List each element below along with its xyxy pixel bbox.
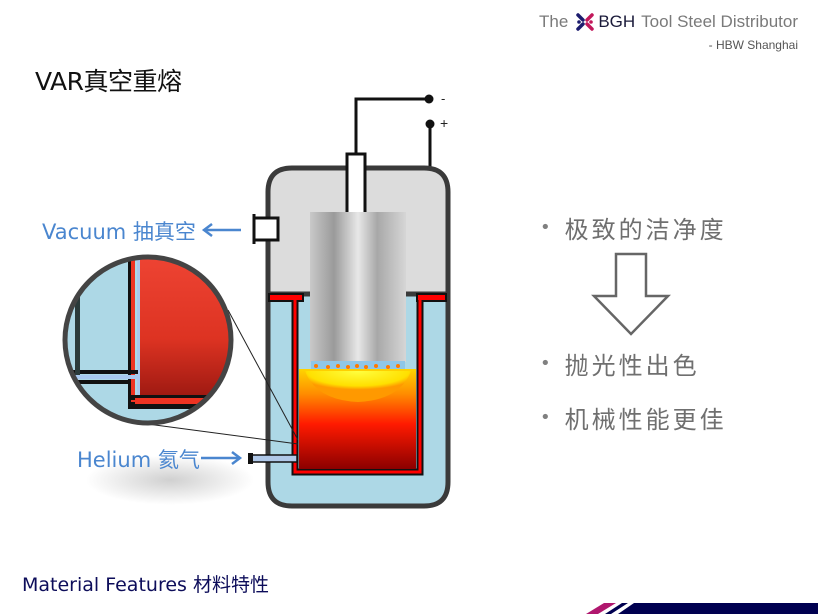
consumable-electrode bbox=[310, 212, 406, 362]
arc-droplets bbox=[314, 364, 400, 369]
header-suffix: Tool Steel Distributor bbox=[641, 12, 798, 31]
down-arrow-icon bbox=[591, 252, 671, 336]
footer-title: Material Features 材料特性 bbox=[22, 574, 269, 596]
callout-line-top bbox=[227, 309, 299, 441]
company-header: The BGH Tool Steel Distributor bbox=[539, 12, 798, 32]
footer-navy-stripe-small bbox=[605, 603, 628, 614]
header-prefix: The bbox=[539, 12, 569, 31]
negative-sign: - bbox=[441, 91, 445, 106]
header-subtitle: - HBW Shanghai bbox=[708, 38, 798, 52]
electrode-stem bbox=[345, 152, 367, 216]
header-brand: BGH bbox=[598, 12, 636, 31]
bgh-logo-icon bbox=[576, 13, 595, 31]
slide-title: VAR真空重熔 bbox=[35, 67, 182, 96]
feature-text: 机械性能更佳 bbox=[564, 406, 727, 434]
feature-item: • 极致的洁净度 bbox=[540, 210, 727, 245]
bullet-icon: • bbox=[540, 407, 551, 428]
positive-terminal bbox=[425, 119, 435, 129]
bullet-icon: • bbox=[540, 353, 551, 374]
molten-pool bbox=[305, 371, 411, 402]
feature-text: 抛光性出色 bbox=[564, 352, 700, 380]
magnifier-ring bbox=[62, 254, 234, 426]
feature-item: • 抛光性出色 bbox=[540, 346, 700, 381]
negative-terminal bbox=[424, 94, 434, 104]
arrow-left-icon bbox=[201, 223, 241, 237]
helium-label-shadow bbox=[85, 455, 255, 505]
feature-item: • 机械性能更佳 bbox=[540, 400, 727, 435]
footer-magenta-stripe bbox=[586, 603, 616, 614]
footer-navy-bar bbox=[618, 603, 818, 614]
feature-text: 极致的洁净度 bbox=[564, 216, 727, 244]
electrode-wire-negative bbox=[354, 94, 434, 155]
helium-label: Helium 氦气 bbox=[77, 448, 200, 472]
bullet-icon: • bbox=[540, 217, 551, 238]
vacuum-label: Vacuum 抽真空 bbox=[42, 220, 196, 244]
crucible-flange-left bbox=[268, 293, 304, 302]
footer-decor-bar bbox=[586, 603, 818, 614]
helium-inlet-pipe bbox=[249, 454, 298, 463]
crucible-flange-right bbox=[416, 293, 447, 302]
arrow-right-icon bbox=[201, 451, 243, 465]
callout-line-bottom bbox=[139, 422, 299, 445]
vacuum-port bbox=[252, 214, 280, 244]
magnified-detail bbox=[65, 257, 231, 423]
positive-sign: + bbox=[440, 115, 448, 131]
